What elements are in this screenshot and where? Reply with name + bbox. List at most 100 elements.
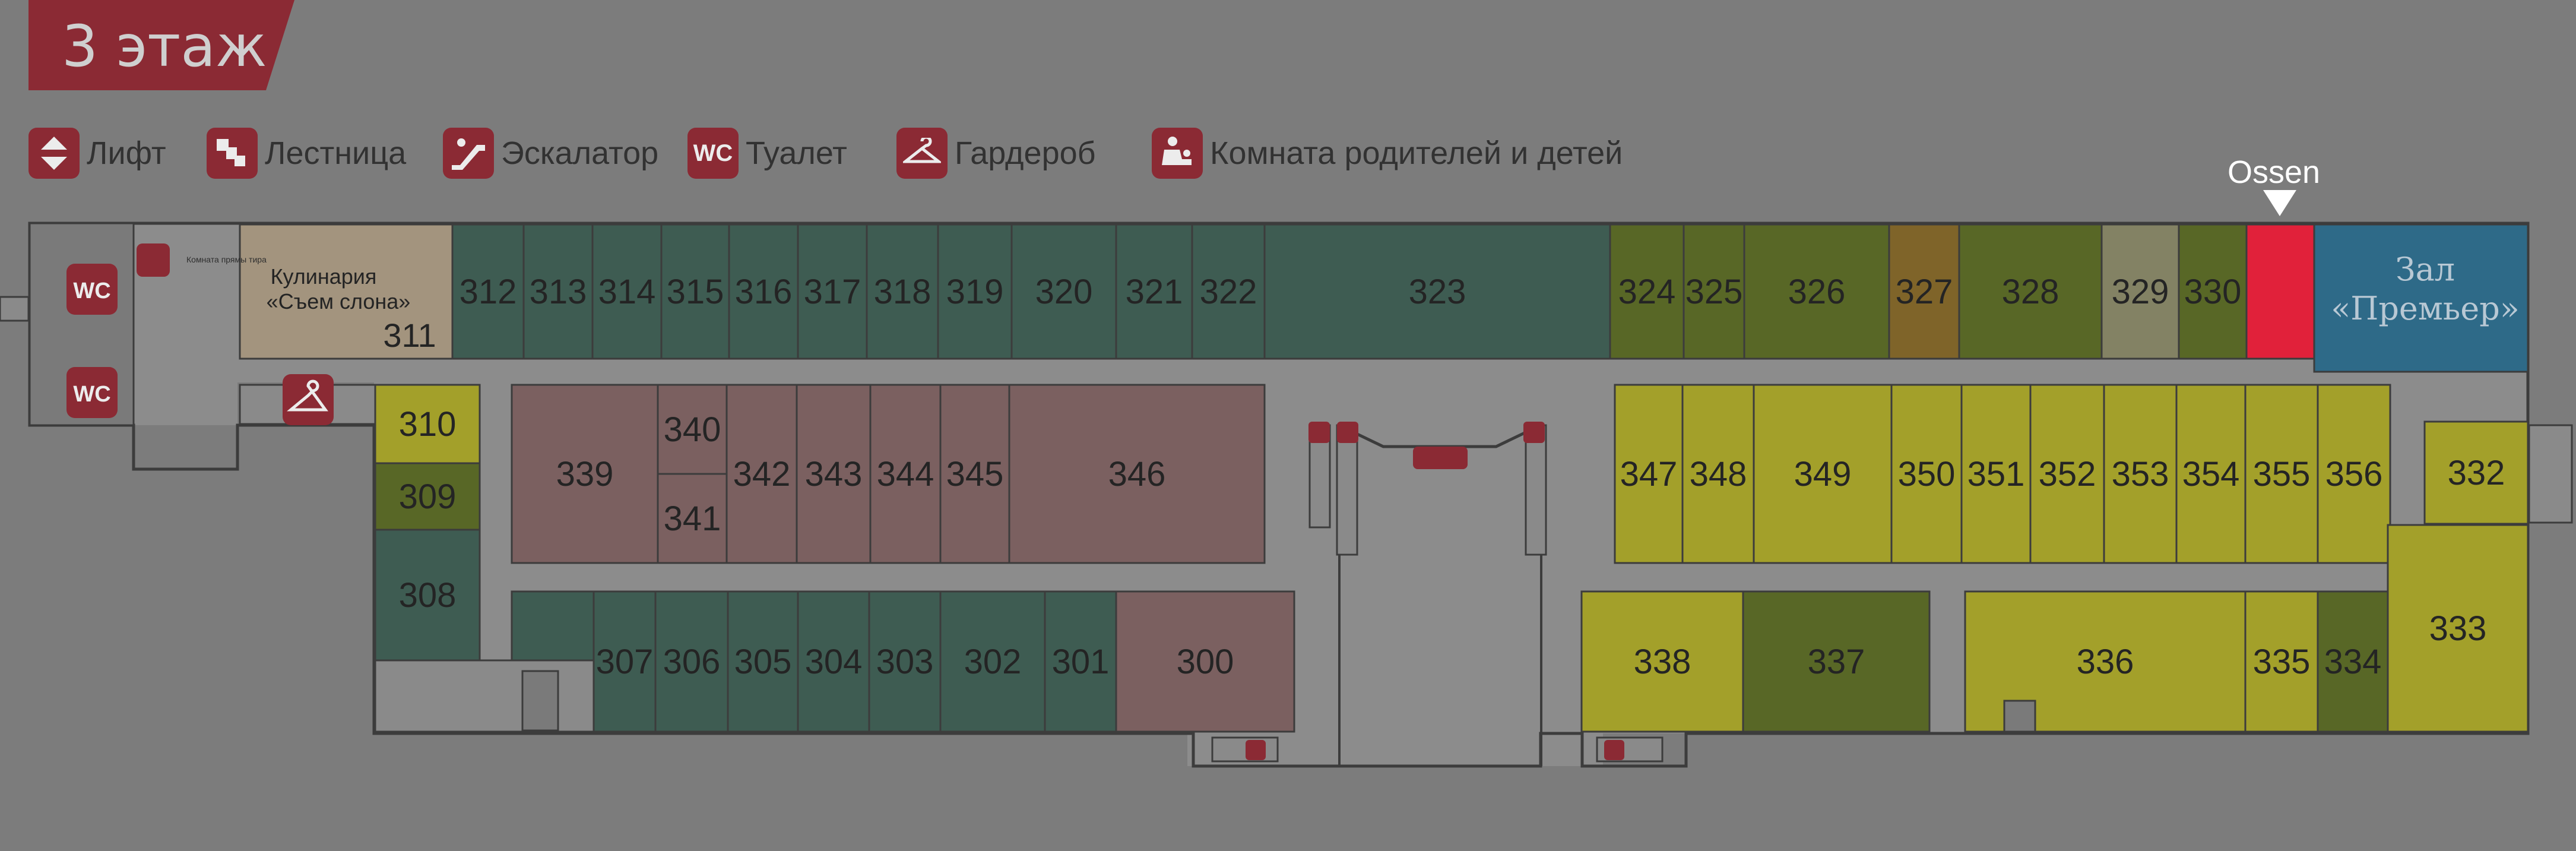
unit-323: 323 [1263,223,1611,360]
unit-number: 301 [1052,643,1110,681]
unit-shape [374,462,481,531]
wc-icon: WC [66,367,118,418]
unit-335: 335 [2244,590,2319,733]
unit-shape [2029,384,2105,564]
service-room [374,659,595,733]
stairs-icon [1308,422,1330,443]
legend-label: Лифт [87,135,166,171]
wc-icon-text: WC [73,279,110,303]
unit-number: 316 [735,273,793,311]
unit-number: 344 [877,455,934,493]
legend-label: Туалет [746,135,847,171]
unit-number: 328 [2002,273,2059,311]
unit-number: 339 [556,455,614,493]
unit-number: 351 [1967,455,2025,493]
unit-shape [1960,384,2032,564]
unit-308: 308 [374,529,481,662]
wc-icon-text: WC [73,382,110,407]
unit-shape [2317,384,2391,564]
unit-332: 332 [2423,420,2529,525]
ossen-store [2245,223,2315,360]
unit-shape [797,590,870,733]
floor-title: 3 этаж [62,13,267,80]
unit-shape [866,223,939,360]
unit-number: 310 [399,405,457,444]
unit-number: 356 [2325,455,2383,493]
unit-338: 338 [1580,590,1744,733]
unit-shape [1263,223,1611,360]
unit-number: 336 [2077,643,2134,681]
unit-shape [657,473,728,564]
unit-shape [1742,590,1931,733]
unit-shape [1681,384,1755,564]
unit-shape [797,223,868,360]
legend-cloakroom: Гардероб [896,124,1096,183]
unit-318: 318 [866,223,939,360]
culinary-name: Кулинария [271,264,377,289]
unit-shape [1115,223,1193,360]
unit-306: 306 [654,590,729,733]
unit-shape [522,223,594,360]
unit-340: 340 [657,384,728,475]
unit-number: 354 [2182,455,2240,493]
escalator-icon [443,128,494,179]
legend-wc: WC Туалет [687,124,847,183]
unit-number: 352 [2039,455,2096,493]
floor-outline [28,222,2530,768]
unit-305: 305 [727,590,799,733]
unit-317: 317 [797,223,868,360]
unit-shape [2175,384,2247,564]
unit-310: 310 [374,384,481,464]
unit-shape [1958,223,2103,360]
unit-320: 320 [1010,223,1117,360]
store-marker[interactable]: Ossen [2228,154,2320,216]
parent-child-room-icon [1152,128,1203,179]
unit-shape [1614,384,1684,564]
unit-shape [2387,524,2529,733]
unit-shape [1580,590,1744,733]
unit-shape [591,223,663,360]
unit-number: 325 [1685,273,1743,311]
service-room-label: Комната прямы тиpа [186,255,267,264]
unit-number: 338 [1634,643,1691,681]
unit-301: 301 [1044,590,1117,733]
escalator-icon [1523,422,1545,443]
unit-314: 314 [591,223,663,360]
unit-number: 349 [1794,455,1852,493]
unit-shape [1888,223,1960,360]
wc-icon: WC [687,128,739,179]
unit-number: 345 [946,455,1004,493]
unit-341: 341 [657,473,728,564]
unit-shape [1191,223,1266,360]
unit-321: 321 [1115,223,1193,360]
legend-label: Эскалатор [501,135,659,171]
unit-334: 334 [2317,590,2389,733]
unit-number: 343 [805,455,863,493]
unit-304: 304 [797,590,870,733]
unit-343: 343 [796,384,872,564]
hanger-glyph [287,379,328,412]
stairs-east [2528,424,2573,524]
unit-number: 346 [1108,455,1166,493]
unit-number: 313 [530,273,587,311]
unit-353: 353 [2103,384,2178,564]
unit-shape [1115,590,1295,733]
unit-shape [728,223,799,360]
unit-300: 300 [1115,590,1295,733]
unit-shape [2100,223,2180,360]
unit-339: 339 [511,384,659,564]
cloakroom-icon [896,128,948,179]
unit-350: 350 [1890,384,1963,564]
unit-shape [939,590,1046,733]
unit-shape [725,384,798,564]
unit-309: 309 [374,462,481,531]
elevator-icon [1413,447,1468,469]
unit-number: 355 [2253,455,2311,493]
unit-shape [2317,590,2389,733]
unit-number: 330 [2184,273,2242,311]
unit-number: 329 [2112,273,2169,311]
marker-label[interactable]: Ossen [2228,154,2320,190]
unit-number: 323 [1409,273,1466,311]
stairs-icon [1246,740,1266,760]
